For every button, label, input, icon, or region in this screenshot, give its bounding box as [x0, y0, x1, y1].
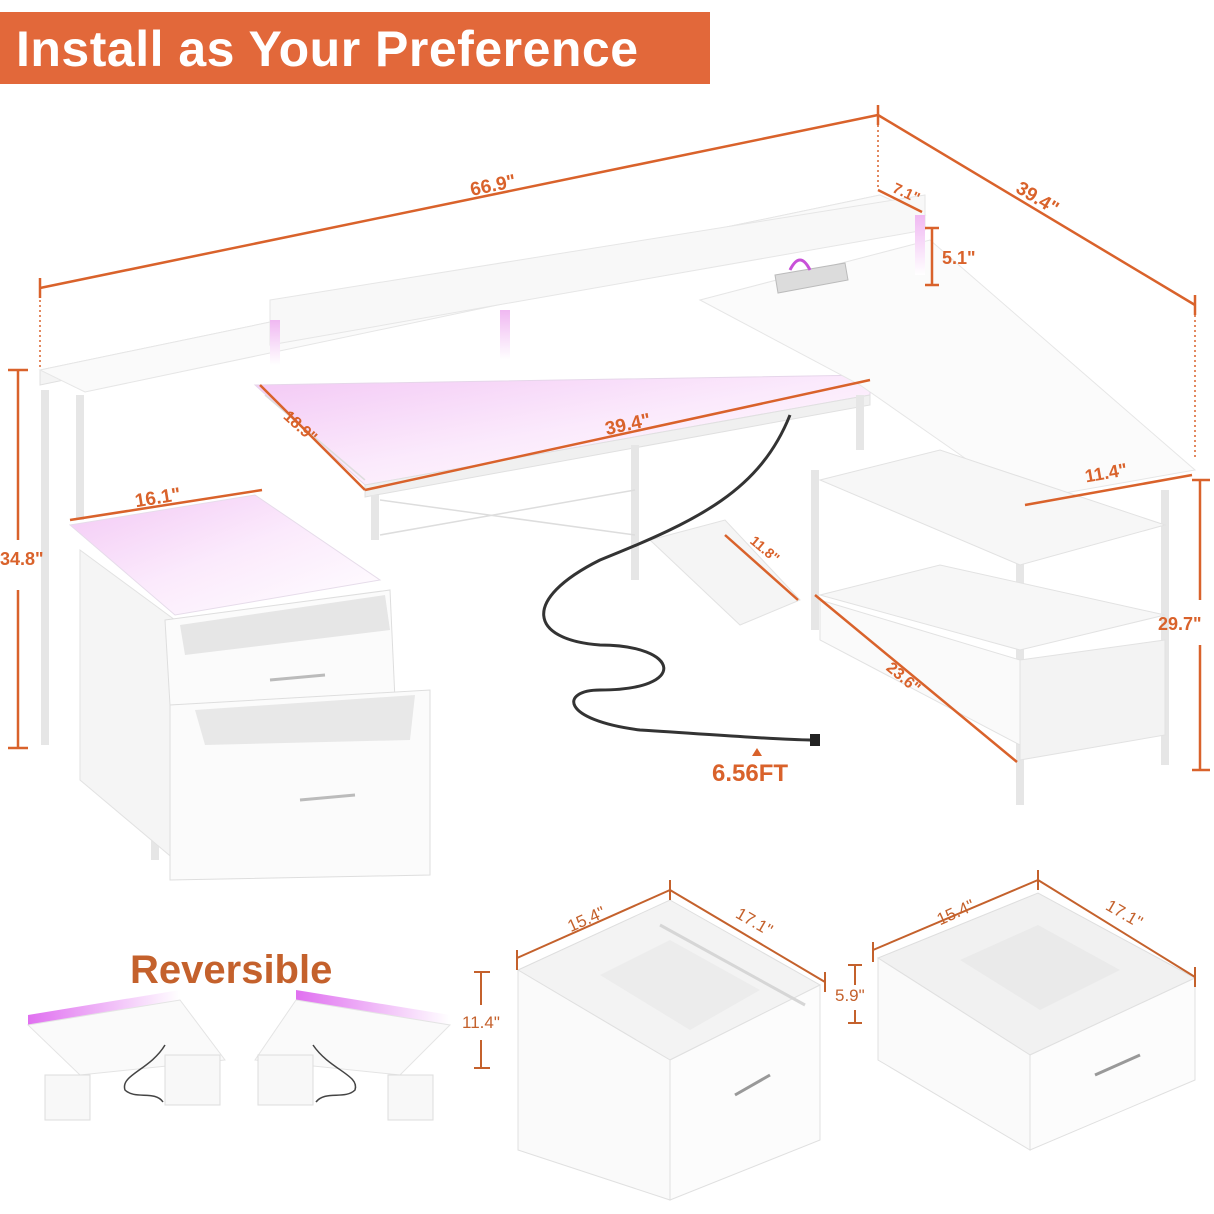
label-return-length: 39.4": [1012, 178, 1062, 220]
dimension-guides: [39, 125, 1196, 460]
label-shelf-height: 29.7": [1158, 614, 1202, 634]
desktop-surface: [253, 239, 1197, 501]
power-cord: [542, 414, 820, 746]
corner-shelves: [818, 449, 1167, 761]
label-large-drawer-height: 11.4": [462, 1013, 500, 1032]
label-power-cord-length: 6.56FT: [712, 760, 789, 787]
title-banner: Install as Your Preference: [0, 12, 710, 84]
hanging-rail: [659, 923, 806, 1007]
drawer-dimension-lines: [474, 870, 1196, 1069]
file-cabinet: [68, 494, 431, 881]
label-total-width: 66.9": [468, 171, 517, 201]
label-large-drawer-depth: 17.1": [733, 904, 776, 940]
reversible-left-thumbnail: [26, 990, 226, 1121]
drawer-handle: [269, 673, 326, 682]
reversible-right-thumbnail: [254, 990, 452, 1121]
label-stand-height: 5.1": [942, 248, 976, 268]
small-drawer: [876, 892, 1197, 1151]
reversible-label: Reversible: [130, 948, 333, 992]
title-text: Install as Your Preference: [16, 21, 639, 77]
monitor-stand: [269, 194, 926, 365]
drawer-handle: [299, 793, 356, 802]
power-outlet: [774, 258, 849, 294]
cord-arrow-icon: [752, 748, 762, 756]
label-small-drawer-height: 5.9": [835, 986, 865, 1005]
drawer-handle: [734, 1073, 771, 1097]
power-plug: [810, 734, 820, 746]
x-brace: [264, 394, 636, 536]
large-drawer: [516, 899, 822, 1201]
label-small-drawer-depth: 17.1": [1103, 896, 1146, 932]
label-overall-height: 34.8": [0, 549, 44, 569]
dimension-lines: [8, 105, 1210, 772]
keyboard-tray: [649, 519, 801, 626]
drawer-handle: [1094, 1053, 1141, 1077]
